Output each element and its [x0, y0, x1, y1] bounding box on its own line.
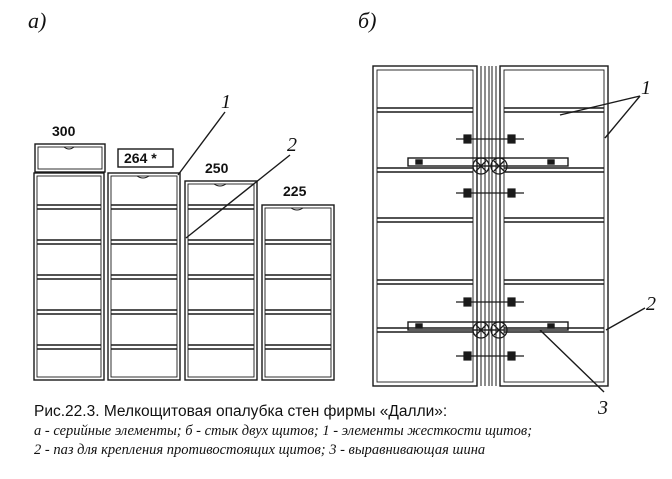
size-250: 250 [205, 160, 229, 176]
leader-3-right [539, 329, 605, 393]
joint-panel-left [372, 65, 478, 387]
callout-3-right: 3 [597, 397, 608, 419]
caption-line-2: 2 - паз для крепления противостоящих щит… [34, 442, 486, 458]
caption-line-1: а - серийные элементы; б - стык двух щит… [34, 423, 533, 439]
callout-1-left: 1 [221, 91, 231, 113]
panel-264 [107, 172, 181, 381]
panel-225 [261, 204, 335, 381]
joint-panel-right [499, 65, 609, 387]
caption-title: Рис.22.3. Мелкощитовая опалубка стен фир… [34, 403, 448, 420]
panel-label-b: б) [358, 8, 376, 33]
size-225: 225 [283, 183, 307, 199]
bolts [456, 134, 524, 361]
callout-2-left: 2 [287, 134, 297, 156]
leader-2-right [605, 307, 646, 331]
callout-2-right: 2 [646, 293, 656, 315]
clamp-upper [472, 157, 508, 175]
panel-label-a: а) [28, 8, 46, 33]
leader-2-left [185, 154, 291, 239]
leader-1a-right [559, 95, 641, 116]
leader-1b-right [604, 95, 641, 139]
panel-250 [184, 180, 258, 381]
label-264-box [117, 148, 174, 168]
alignment-rail-upper [407, 157, 569, 167]
leader-1-left [177, 111, 226, 176]
figure-caption: Рис.22.3. Мелкощитовая опалубка стен фир… [34, 402, 664, 460]
clamp-lower [472, 321, 508, 339]
callout-1-right: 1 [641, 77, 651, 99]
panel-300 [33, 143, 106, 381]
size-264: 264 * [124, 150, 157, 166]
alignment-rail-lower [407, 321, 569, 331]
size-300: 300 [52, 123, 76, 139]
